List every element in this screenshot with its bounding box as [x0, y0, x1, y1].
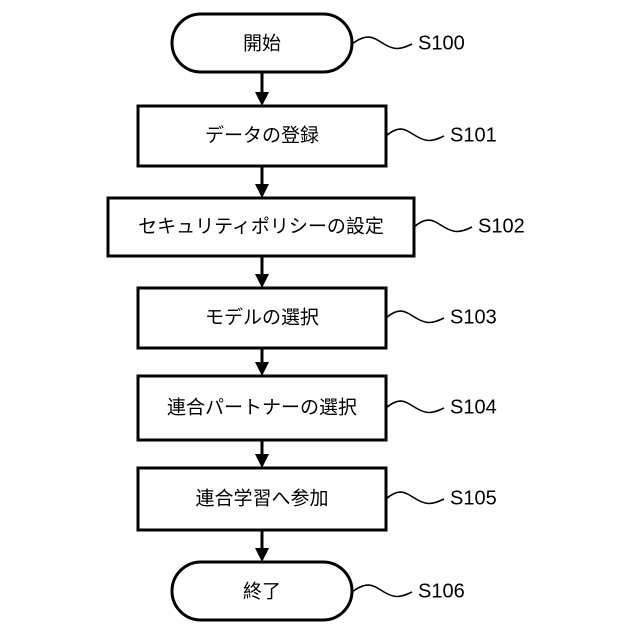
node-label-s104: 連合パートナーの選択 — [167, 397, 357, 419]
arrowhead-s106 — [255, 548, 269, 562]
leader-line-s102 — [414, 220, 472, 231]
leader-line-s106 — [352, 585, 412, 596]
node-join-federated-learning: 連合学習へ参加 S105 — [138, 468, 497, 530]
step-ref-s106: S106 — [418, 580, 465, 602]
arrowhead-s104 — [255, 362, 269, 376]
node-end: 終了 S106 — [172, 562, 465, 620]
step-ref-s104: S104 — [450, 396, 497, 418]
node-register-data: データの登録 S101 — [138, 106, 497, 166]
arrowhead-s102 — [255, 184, 269, 198]
node-label-s102: セキュリティポリシーの設定 — [138, 216, 384, 238]
node-label-s101: データの登録 — [205, 125, 319, 147]
leader-line-s103 — [386, 311, 444, 322]
step-ref-s100: S100 — [418, 32, 465, 54]
arrowhead-s105 — [255, 454, 269, 468]
step-ref-s101: S101 — [450, 124, 497, 146]
node-label-end: 終了 — [243, 581, 281, 603]
node-select-partner: 連合パートナーの選択 S104 — [138, 376, 497, 440]
leader-line-s104 — [386, 401, 444, 412]
node-select-model: モデルの選択 S103 — [138, 288, 497, 348]
node-label-s103: モデルの選択 — [205, 307, 319, 329]
arrowhead-s103 — [255, 274, 269, 288]
leader-line-s105 — [386, 492, 444, 503]
leader-line-s101 — [386, 129, 444, 140]
leader-line-s100 — [352, 37, 412, 48]
node-label-s105: 連合学習へ参加 — [195, 488, 328, 510]
node-start: 開始 S100 — [172, 14, 465, 72]
step-ref-s103: S103 — [450, 306, 497, 328]
arrowhead-s101 — [255, 92, 269, 106]
step-ref-s105: S105 — [450, 487, 497, 509]
step-ref-s102: S102 — [478, 215, 525, 237]
node-label-start: 開始 — [243, 33, 281, 55]
node-security-policy: セキュリティポリシーの設定 S102 — [108, 198, 525, 256]
